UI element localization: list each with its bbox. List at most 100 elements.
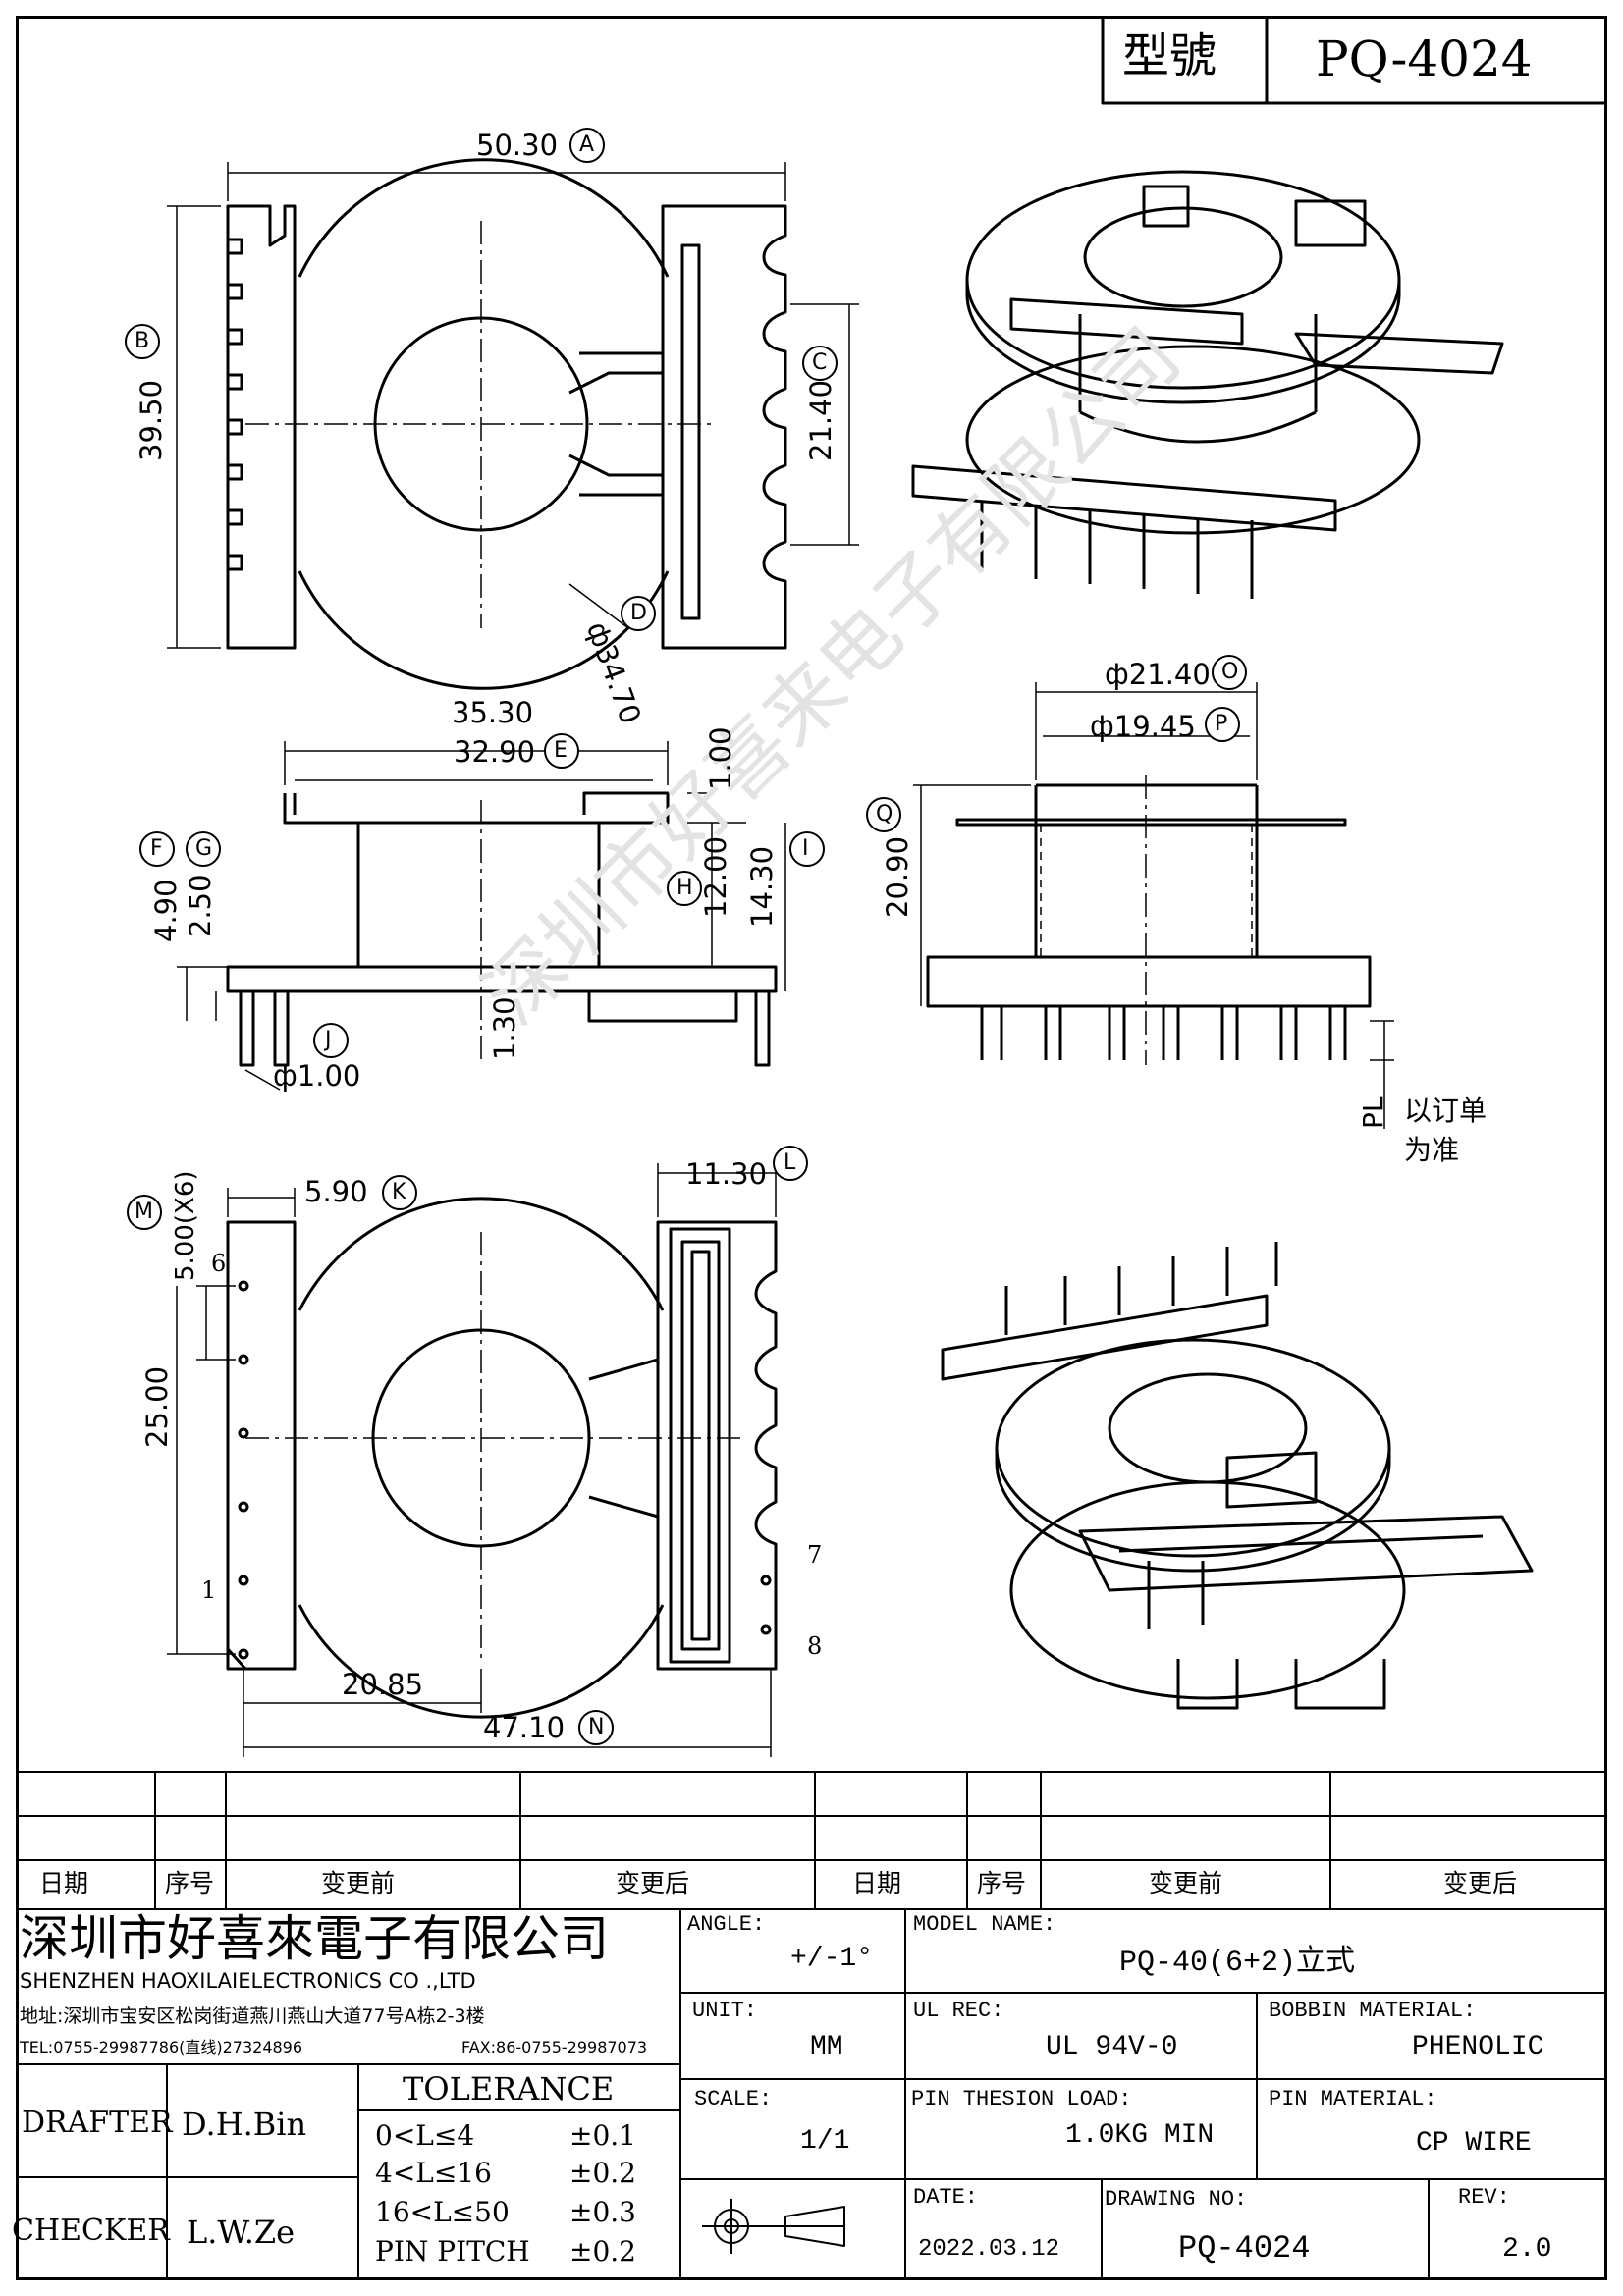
scale-label: SCALE: [694, 2087, 773, 2111]
pin-label-8: 8 [807, 1632, 823, 1660]
company-name-cn: 深圳市好喜來電子有限公司 [20, 1910, 609, 1967]
circle-letter-n: N [588, 1715, 605, 1739]
dim-p: ф19.45 [1090, 710, 1196, 743]
circle-letter-i: I [802, 836, 809, 861]
drawing-frame [16, 16, 1607, 2280]
drawing-no-label: DRAWING NO: [1105, 2187, 1248, 2212]
company-tel: TEL:0755-29987786(直线)27324896 [20, 2038, 303, 2056]
dim-top-gap: 1.00 [704, 726, 737, 790]
date-label: DATE: [913, 2185, 979, 2210]
rev-header-date-2: 日期 [852, 1869, 902, 1897]
rev-header-seq-2: 序号 [977, 1869, 1027, 1897]
dim-e: 32.90 [454, 735, 536, 769]
circle-letter-l: L [784, 1150, 796, 1175]
circle-letter-q: Q [876, 802, 893, 827]
circle-letter-g: G [195, 836, 213, 861]
rev-header-before-2: 变更前 [1149, 1869, 1223, 1897]
dim-pl: PL [1357, 1096, 1389, 1129]
dim-bot: 1.30 [488, 996, 521, 1060]
circle-letter-p: P [1215, 712, 1228, 736]
rev-label: REV: [1458, 2185, 1510, 2210]
bottom-view [167, 1163, 778, 1757]
tolerance-range-1: 0<L≤4 [375, 2119, 475, 2152]
circle-letter-b: B [135, 329, 150, 353]
circle-letter-f: F [150, 836, 163, 861]
model-label: 型號 [1122, 28, 1217, 83]
header-box-lines [1101, 16, 1607, 105]
gauge-symbol [702, 2199, 845, 2254]
model-name-value: PQ-40(6+2)立式 [1119, 1947, 1356, 1980]
circle-letter-d: D [630, 601, 647, 625]
rev-header-date-1: 日期 [39, 1869, 89, 1897]
model-name-label: MODEL NAME: [913, 1912, 1056, 1937]
dim-c: 21.40 [804, 379, 838, 461]
unit-value: MM [810, 2032, 843, 2062]
table-lines [16, 1771, 1607, 2280]
dim-k: 5.90 [304, 1175, 368, 1208]
pin-material-value: CP WIRE [1416, 2128, 1532, 2159]
pin-label-6: 6 [211, 1250, 227, 1277]
dim-b: 39.50 [135, 379, 168, 461]
circle-letter-o: O [1221, 660, 1239, 684]
circle-letter-a: A [579, 133, 595, 157]
tolerance-value-4: ±0.2 [569, 2235, 636, 2268]
iso-view-bottom [941, 1242, 1534, 1710]
drawing-no-value: PQ-4024 [1178, 2230, 1311, 2267]
dim-o: ф21.40 [1105, 658, 1211, 691]
tolerance-range-3: 16<L≤50 [375, 2196, 510, 2228]
company-name-en: SHENZHEN HAOXILAIELECTRONICS CO .,LTD [20, 1969, 476, 1993]
bobbin-label: BOBBIN MATERIAL: [1269, 1999, 1477, 2023]
circle-letter-m: M [135, 1200, 153, 1224]
dim-pl-note2: 为准 [1404, 1134, 1460, 1166]
ul-value: UL 94V-0 [1046, 2032, 1178, 2062]
dim-m: 5.00(X6) [171, 1170, 200, 1281]
dimension-circles [125, 128, 1247, 1745]
dim-q: 20.90 [881, 835, 914, 918]
tolerance-value-1: ±0.1 [569, 2119, 636, 2152]
tolerance-range-2: 4<L≤16 [375, 2157, 492, 2189]
dim-2085: 20.85 [342, 1668, 424, 1701]
pin-load-value: 1.0KG MIN [1065, 2120, 1215, 2151]
drafter-label: DRAFTER [22, 2106, 173, 2140]
pin-label-7: 7 [807, 1541, 823, 1569]
date-value: 2022.03.12 [918, 2236, 1060, 2263]
scale-value: 1/1 [800, 2126, 850, 2157]
unit-label: UNIT: [692, 1999, 758, 2023]
dim-j: ф1.00 [273, 1059, 361, 1093]
pin-load-label: PIN THESION LOAD: [911, 2087, 1132, 2111]
dim-a: 50.30 [476, 129, 559, 162]
drafter-value: D.H.Bin [182, 2106, 307, 2143]
rev-header-after-2: 变更后 [1443, 1869, 1518, 1897]
dim-g: 2.50 [184, 874, 217, 937]
dim-n: 47.10 [483, 1711, 566, 1744]
dim-e-outer: 35.30 [452, 696, 534, 729]
rev-value: 2.0 [1502, 2234, 1552, 2265]
dim-f: 4.90 [149, 879, 183, 942]
circle-letter-j: J [325, 1028, 332, 1052]
checker-label: CHECKER [12, 2214, 170, 2248]
dim-h: 12.00 [699, 835, 732, 918]
front-view [913, 682, 1394, 1129]
dim-l: 11.30 [685, 1157, 768, 1191]
angle-label: ANGLE: [687, 1912, 766, 1937]
tolerance-value-3: ±0.3 [569, 2196, 636, 2228]
rev-header-after-1: 变更后 [616, 1869, 690, 1897]
rev-header-before-1: 变更前 [321, 1869, 396, 1897]
tolerance-title: TOLERANCE [403, 2070, 615, 2108]
dim-i: 14.30 [745, 845, 779, 928]
company-fax: FAX:86-0755-29987073 [461, 2038, 648, 2056]
top-view [167, 158, 859, 690]
bobbin-value: PHENOLIC [1412, 2032, 1544, 2062]
tolerance-range-4: PIN PITCH [375, 2235, 530, 2268]
side-view [177, 741, 786, 1091]
angle-value: +/-1° [790, 1944, 874, 1974]
ul-label: UL REC: [913, 1999, 1004, 2023]
tolerance-value-2: ±0.2 [569, 2157, 636, 2189]
pin-label-1: 1 [201, 1576, 217, 1604]
iso-view-top [911, 170, 1504, 599]
circle-letter-c: C [812, 350, 828, 375]
circle-letter-e: E [554, 738, 568, 763]
company-address: 地址:深圳市宝安区松岗街道燕川燕山大道77号A栋2-3楼 [20, 2005, 485, 2027]
circle-letter-h: H [676, 876, 693, 900]
